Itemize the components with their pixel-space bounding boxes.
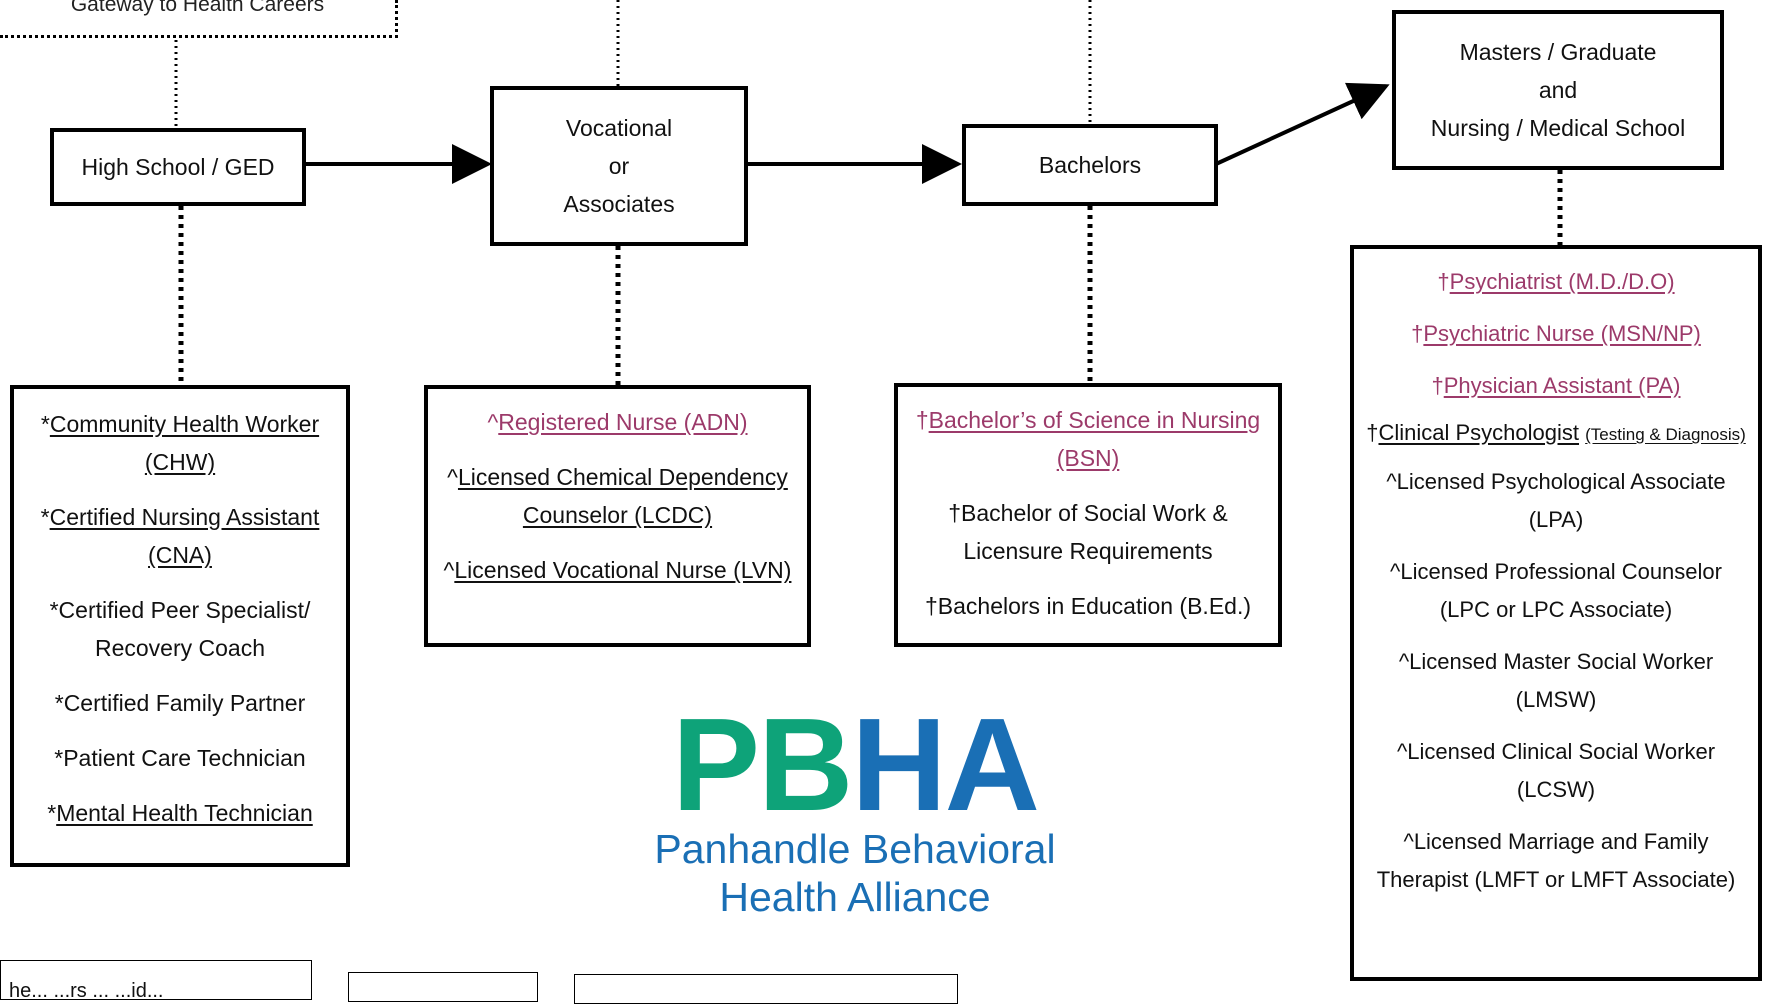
career-item: *Patient Care Technician [54,745,306,771]
career-item: †Clinical Psychologist (Testing & Diagno… [1366,420,1746,445]
career-chw[interactable]: Community Health Worker (CHW) [49,411,320,475]
legend-box-3 [574,974,958,1004]
legend-box-2 [348,972,538,1002]
pbha-logo-letters: PBHA [671,691,1040,838]
career-item: ^Licensed Chemical Dependency Counselor … [447,464,788,528]
masters-careers: †Psychiatrist (M.D./D.O) †Psychiatric Nu… [1350,245,1762,981]
stage-high-school: High School / GED [50,128,306,206]
career-lcdc[interactable]: Licensed Chemical Dependency Counselor (… [457,464,788,528]
career-lvn[interactable]: Licensed Vocational Nurse (LVN) [454,557,792,583]
career-item: ^Registered Nurse (ADN) [487,409,748,435]
career-peer-specialist: Certified Peer Specialist/ Recovery Coac… [58,597,311,661]
legend-box-1: he... ...rs ... ...id... [0,960,312,1000]
career-item: †Psychiatrist (M.D./D.O) [1437,269,1675,294]
career-item: *Mental Health Technician [47,800,313,826]
career-item: *Certified Nursing Assistant (CNA) [40,504,320,568]
stage-vocational: Vocational or Associates [490,86,748,246]
career-item: *Certified Peer Specialist/ Recovery Coa… [49,597,311,661]
career-item: *Community Health Worker (CHW) [40,411,320,475]
career-item: ^Licensed Master Social Worker (LMSW) [1398,649,1714,712]
career-item: †Psychiatric Nurse (MSN/NP) [1411,321,1701,346]
pbha-logo-name-2: Health Alliance [719,874,991,920]
career-bsn[interactable]: Bachelor’s of Science in Nursing (BSN) [928,407,1261,471]
stage-bachelors-label: Bachelors [1038,152,1142,178]
career-psychiatrist[interactable]: Psychiatrist (M.D./D.O) [1449,269,1675,294]
stage-masters-line-2: and [1538,77,1578,103]
pbha-logo-name-1: Panhandle Behavioral [654,826,1056,872]
career-family-partner: Certified Family Partner [63,690,306,716]
stage-vocational-line-2: or [608,153,630,179]
connector-lines [174,0,1563,385]
stage-vocational-line-1: Vocational [565,115,673,141]
career-patient-care-tech: Patient Care Technician [63,745,306,771]
career-item: ^Licensed Clinical Social Worker (LCSW) [1396,739,1716,802]
gateway-label-text: Gateway to Health Careers [70,0,325,16]
career-clinical-psychologist[interactable]: Clinical Psychologist [1378,420,1580,445]
career-item: ^Licensed Marriage and Family Therapist … [1376,829,1736,892]
career-clinical-psychologist-note: (Testing & Diagnosis) [1585,425,1746,444]
career-lpa: Licensed Psychological Associate (LPA) [1396,469,1726,532]
career-bsw: Bachelor of Social Work & Licensure Requ… [961,500,1228,564]
career-item: ^Licensed Vocational Nurse (LVN) [443,557,792,583]
pbha-logo: PBHA Panhandle Behavioral Health Allianc… [620,691,1090,921]
stage-masters-line-1: Masters / Graduate [1459,39,1657,65]
career-rn-adn[interactable]: Registered Nurse (ADN) [498,409,748,435]
career-item: *Certified Family Partner [54,690,306,716]
bachelors-careers: †Bachelor’s of Science in Nursing (BSN) … [894,383,1282,647]
vocational-careers: ^Registered Nurse (ADN) ^Licensed Chemic… [424,385,811,647]
career-item: ^Licensed Professional Counselor (LPC or… [1390,559,1722,622]
career-lmft: Licensed Marriage and Family Therapist (… [1376,829,1736,892]
career-cna[interactable]: Certified Nursing Assistant (CNA) [49,504,320,568]
stage-vocational-line-3: Associates [563,191,675,217]
career-item: †Bachelor of Social Work & Licensure Req… [948,500,1228,564]
stage-masters-line-3: Nursing / Medical School [1430,115,1686,141]
career-physician-assistant[interactable]: Physician Assistant (PA) [1443,373,1681,398]
career-item: †Bachelors in Education (B.Ed.) [924,593,1251,619]
career-mental-health-tech[interactable]: Mental Health Technician [56,800,313,826]
career-item: †Bachelor’s of Science in Nursing (BSN) [915,407,1261,471]
career-bed: Bachelors in Education (B.Ed.) [937,593,1251,619]
career-lmsw: Licensed Master Social Worker (LMSW) [1409,649,1714,712]
stage-high-school-label: High School / GED [81,154,275,180]
career-psychiatric-nurse[interactable]: Psychiatric Nurse (MSN/NP) [1423,321,1701,346]
career-item: ^Licensed Psychological Associate (LPA) [1386,469,1726,532]
stage-masters: Masters / Graduate and Nursing / Medical… [1392,10,1724,170]
high-school-careers: *Community Health Worker (CHW) *Certifie… [10,385,350,867]
career-item: †Physician Assistant (PA) [1431,373,1681,398]
stage-bachelors: Bachelors [962,124,1218,206]
gateway-label: Gateway to Health Careers [0,0,398,38]
career-lcsw: Licensed Clinical Social Worker (LCSW) [1407,739,1716,802]
career-lpc: Licensed Professional Counselor (LPC or … [1400,559,1722,622]
